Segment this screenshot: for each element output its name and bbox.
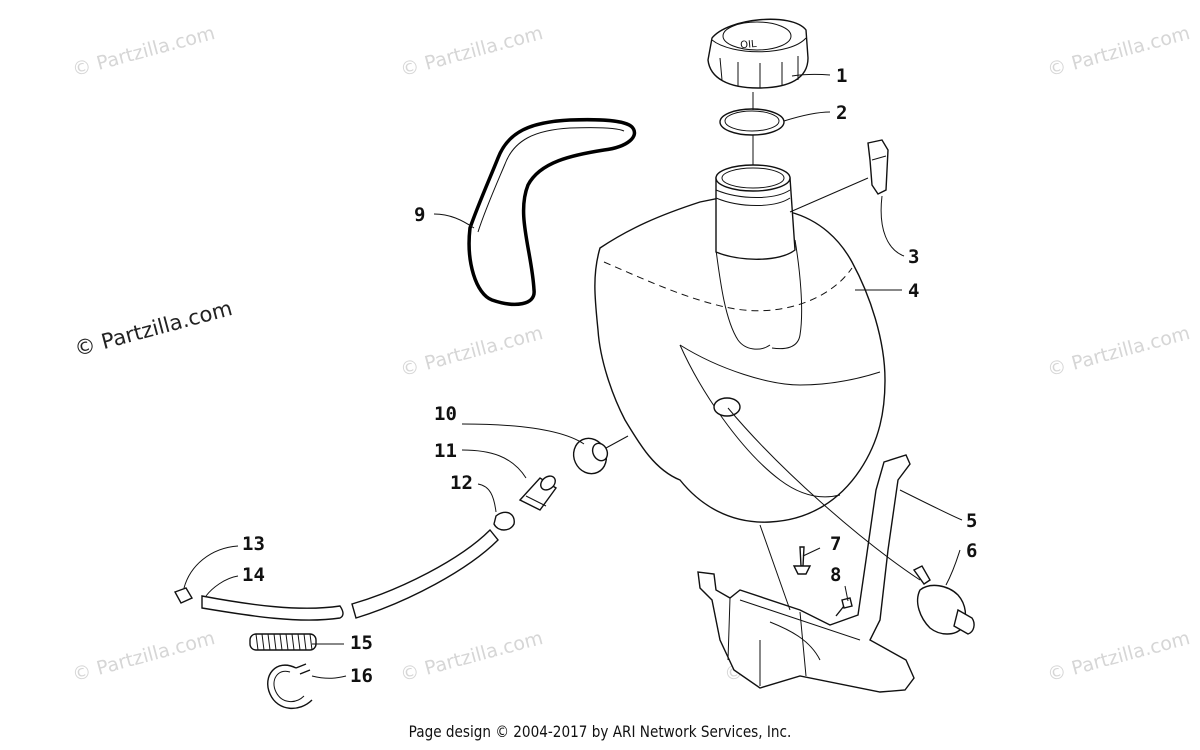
callout-11: 11 bbox=[434, 440, 457, 462]
callout-3: 3 bbox=[908, 246, 920, 268]
callout-6: 6 bbox=[966, 540, 978, 562]
callout-2: 2 bbox=[836, 102, 848, 124]
part-8-screw[interactable] bbox=[835, 597, 853, 617]
part-6-sensor[interactable] bbox=[912, 565, 975, 635]
part-10-grommet[interactable] bbox=[568, 433, 612, 479]
callout-12: 12 bbox=[450, 472, 473, 494]
part-2-o-ring[interactable] bbox=[719, 108, 785, 136]
part-15-spring[interactable] bbox=[249, 633, 317, 651]
callout-1: 1 bbox=[836, 65, 848, 87]
part-9-seal-strip[interactable] bbox=[467, 117, 637, 307]
callout-9: 9 bbox=[414, 204, 426, 226]
part-7-pin[interactable] bbox=[792, 546, 812, 575]
callout-16: 16 bbox=[350, 665, 373, 687]
footer-copyright: Page design © 2004-2017 by ARI Network S… bbox=[408, 722, 792, 741]
part-13-hose-fitting[interactable] bbox=[173, 587, 194, 604]
leader-lines bbox=[183, 73, 963, 679]
callout-7: 7 bbox=[830, 533, 842, 555]
part-4-oil-tank[interactable] bbox=[594, 164, 886, 523]
callout-15: 15 bbox=[350, 632, 373, 654]
callout-14: 14 bbox=[242, 564, 265, 586]
part-1-fuel-cap[interactable]: OIL bbox=[707, 18, 809, 89]
callout-5: 5 bbox=[966, 510, 978, 532]
cap-oil-marking: OIL bbox=[740, 39, 758, 51]
part-11-fitting[interactable] bbox=[518, 473, 558, 511]
callout-4: 4 bbox=[908, 280, 920, 302]
part-14-hose[interactable] bbox=[201, 528, 499, 621]
callout-13: 13 bbox=[242, 533, 265, 555]
part-3-clip[interactable] bbox=[867, 139, 889, 195]
part-16-hose-clamp[interactable] bbox=[267, 663, 313, 709]
callout-10: 10 bbox=[434, 403, 457, 425]
part-5-mounting-bracket[interactable] bbox=[697, 454, 915, 693]
part-12-clamp[interactable] bbox=[493, 511, 515, 531]
callout-8: 8 bbox=[830, 564, 842, 586]
